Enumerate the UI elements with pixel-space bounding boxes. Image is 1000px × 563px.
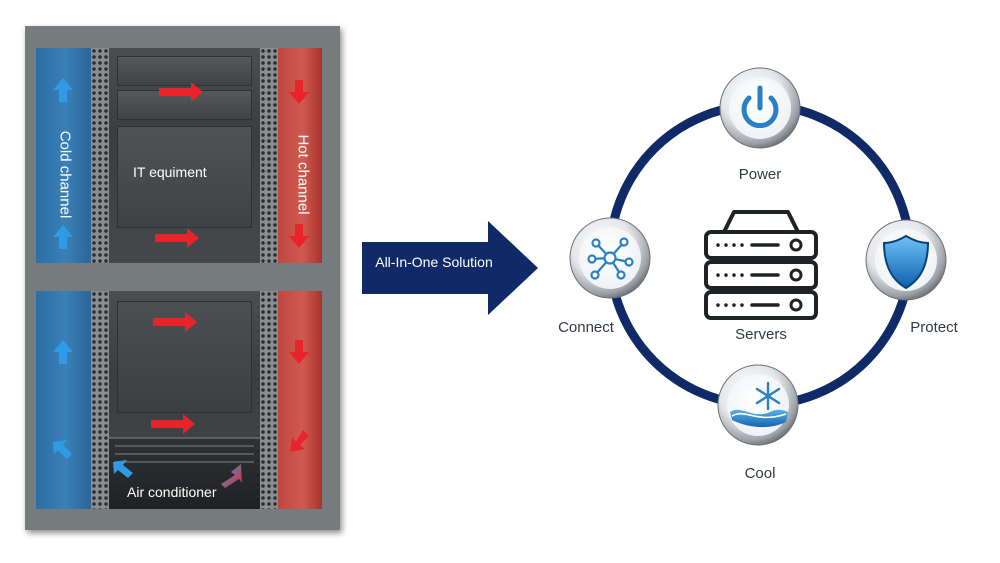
cold-flow-diagonal-arrow — [53, 440, 72, 459]
it-equipment-label: IT equiment — [133, 164, 207, 180]
perforated-rail-right — [260, 48, 278, 263]
cold-flow-up-arrow — [53, 340, 73, 364]
network-hub-icon — [587, 237, 634, 280]
air-conditioner-label: Air conditioner — [127, 484, 217, 500]
equipment-bay — [117, 126, 252, 228]
shield-icon — [882, 234, 930, 290]
hot-flow-right-arrow — [155, 228, 199, 248]
hot-flow-right-arrow — [151, 414, 195, 434]
perforated-rail-right — [260, 291, 278, 509]
equipment-bay — [117, 56, 252, 86]
hot-channel — [278, 291, 322, 509]
airflow-arrows — [53, 78, 309, 488]
hot-flow-down-arrow — [289, 80, 309, 104]
hot-flow-down-arrow — [289, 340, 309, 364]
hot-flow-right-arrow — [153, 312, 197, 332]
solution-label: All-In-One Solution — [375, 254, 493, 270]
cold-flow-up-arrow — [53, 225, 73, 249]
snowflake-wave-icon — [730, 381, 788, 428]
hot-flow-right-arrow — [159, 82, 203, 102]
connect-node — [569, 217, 651, 299]
it-cabinet — [109, 48, 260, 263]
solution-arrow — [362, 221, 538, 315]
power-label: Power — [738, 166, 782, 183]
servers-label: Servers — [735, 326, 787, 343]
cold-channel — [36, 291, 91, 509]
connect-label: Connect — [558, 319, 614, 336]
protect-label: Protect — [910, 319, 958, 336]
ac-return-arrow — [221, 464, 242, 488]
perforated-rail-left — [91, 48, 109, 263]
cold-flow-diagonal-arrow — [113, 460, 133, 478]
server-stack-icon — [704, 210, 818, 320]
power-node — [719, 67, 801, 149]
cool-node — [717, 364, 799, 446]
cold-flow-up-arrow — [53, 78, 73, 102]
perforated-rail-left — [91, 291, 109, 509]
hot-flow-diagonal-arrow — [290, 430, 309, 452]
rack-panel: Cold channel Hot channel IT equiment Air… — [25, 26, 340, 530]
hot-flow-down-arrow — [289, 224, 309, 248]
power-icon — [741, 85, 779, 129]
protect-node — [865, 219, 947, 301]
cool-label: Cool — [744, 465, 776, 482]
